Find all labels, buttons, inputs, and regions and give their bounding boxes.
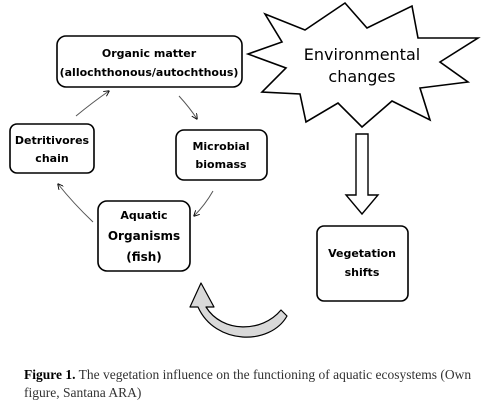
aquatic-line2: Organisms: [108, 229, 180, 243]
arrow-microbial-to-aquatic: [194, 190, 214, 216]
aquatic-line3: (fish): [126, 250, 162, 264]
environmental-changes-node: Environmental changes: [245, 1, 481, 129]
env-line1: Environmental: [304, 45, 420, 64]
env-line2: changes: [328, 67, 395, 86]
caption-text: The vegetation influence on the function…: [24, 367, 472, 400]
vegetation-line1: Vegetation: [328, 247, 396, 260]
arrow-organic-to-microbial: [178, 95, 197, 119]
caption-label: Figure 1.: [24, 367, 76, 382]
detritivores-line1: Detritivores: [15, 134, 90, 147]
aquatic-organisms-node: Aquatic Organisms (fish): [97, 200, 191, 272]
microbial-line1: Microbial: [192, 140, 249, 153]
diagram-canvas: Organic matter (allochthonous/autochthou…: [9, 1, 481, 338]
microbial-biomass-node: Microbial biomass: [175, 129, 268, 181]
organic-matter-node: Organic matter (allochthonous/autochthou…: [56, 35, 243, 88]
detritivores-node: Detritivores chain: [9, 123, 95, 174]
arrow-detritivores-to-organic: [75, 91, 109, 117]
vegetation-line2: shifts: [345, 266, 380, 279]
figure-caption: Figure 1. The vegetation influence on th…: [24, 366, 474, 402]
organic-matter-title: Organic matter: [102, 47, 197, 60]
starburst-shape: [245, 1, 481, 129]
arrow-aquatic-to-detritivores: [58, 184, 94, 223]
organic-matter-subtitle: (allochthonous/autochthous): [60, 66, 239, 79]
vegetation-shifts-node: Vegetation shifts: [316, 225, 409, 302]
down-arrow: [344, 133, 380, 216]
detritivores-line2: chain: [35, 152, 68, 165]
curved-arrow-to-cycle: [189, 282, 288, 338]
aquatic-line1: Aquatic: [120, 209, 167, 222]
microbial-line2: biomass: [195, 158, 247, 171]
